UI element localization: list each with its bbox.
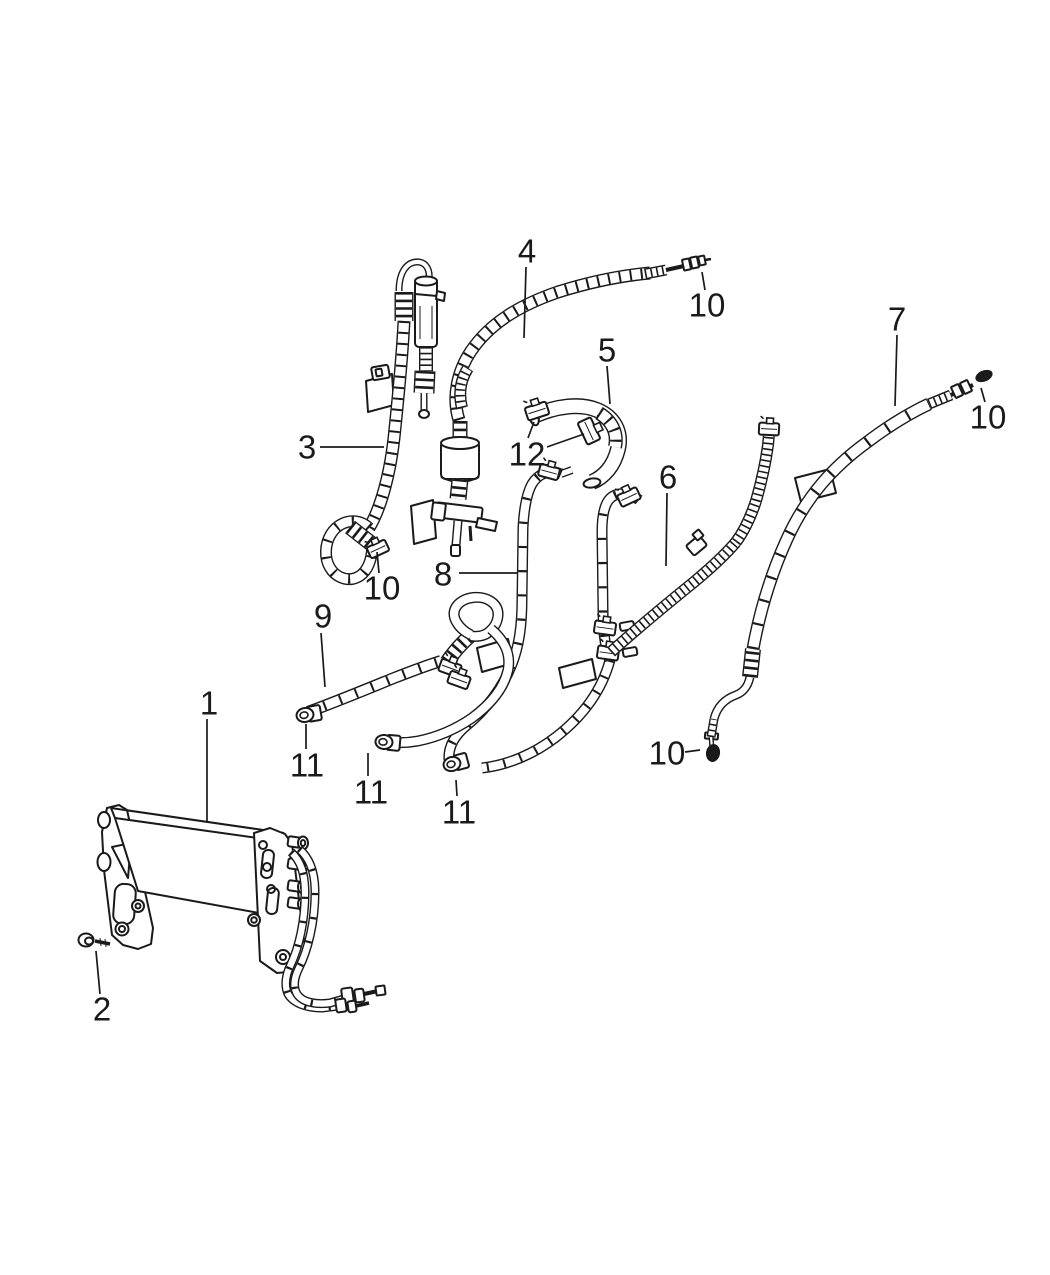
hose-clamp-icon — [537, 457, 561, 481]
callout-leader-line — [894, 334, 898, 407]
callout-4: 4 — [518, 233, 536, 339]
callout-leader-line — [684, 749, 701, 753]
callout-2: 2 — [93, 950, 111, 1028]
hose-clamp-icon — [446, 664, 472, 690]
hose-clamp-icon — [592, 613, 618, 637]
callout-leader-line — [701, 271, 706, 291]
callout-number: 2 — [93, 991, 111, 1028]
callout-leader-line — [95, 950, 101, 995]
callout-leader-line — [606, 365, 611, 405]
callout-leader-line — [527, 421, 535, 439]
callout-8: 8 — [434, 556, 517, 593]
illustration-layer — [77, 254, 993, 1014]
hose-clamp-icon — [614, 483, 642, 508]
callout-10a: 10 — [689, 271, 726, 324]
callout-12: 12 — [509, 421, 585, 473]
callout-number: 1 — [200, 685, 218, 722]
callout-leader-line — [665, 492, 668, 567]
hose-clamp-icon — [757, 415, 781, 437]
callout-3: 3 — [298, 429, 384, 466]
callout-1: 1 — [200, 685, 218, 822]
callout-leader-line — [546, 433, 585, 448]
hose-end-fitting-icon — [295, 704, 323, 724]
callout-11b: 11 — [354, 753, 388, 811]
hose-end-fitting-icon — [374, 733, 402, 752]
callout-leader-line — [376, 551, 380, 574]
callout-11a: 11 — [290, 724, 324, 784]
callout-number: 8 — [434, 556, 452, 593]
hose-clamp-icon — [364, 536, 390, 560]
callout-10c: 10 — [364, 551, 401, 607]
callout-number: 12 — [509, 436, 546, 473]
callout-10b: 10 — [970, 387, 1007, 436]
callout-number: 4 — [518, 233, 536, 270]
callout-7: 7 — [888, 301, 906, 407]
hose-end-fitting-icon — [442, 752, 470, 773]
callout-9: 9 — [314, 598, 332, 688]
callout-6: 6 — [659, 459, 677, 567]
callout-number: 10 — [364, 570, 401, 607]
callout-number: 10 — [970, 399, 1007, 436]
callout-leader-line — [523, 266, 527, 339]
hose-clamp-icon — [523, 397, 550, 422]
callout-leader-line — [455, 779, 458, 797]
callout-leader-line — [980, 387, 986, 403]
hose-clamp-icon — [577, 414, 605, 446]
callout-number: 10 — [649, 735, 686, 772]
callout-10d: 10 — [649, 735, 701, 772]
callout-number: 11 — [290, 747, 324, 784]
callout-11c: 11 — [442, 779, 476, 831]
callout-number: 9 — [314, 598, 332, 635]
callout-5: 5 — [598, 332, 616, 405]
callout-number: 11 — [354, 774, 388, 811]
callout-number: 6 — [659, 459, 677, 496]
callout-number: 7 — [888, 301, 906, 338]
callout-leader-line — [320, 632, 326, 688]
callout-number: 3 — [298, 429, 316, 466]
callout-number: 11 — [442, 794, 476, 831]
callout-number: 10 — [689, 287, 726, 324]
callout-number: 5 — [598, 332, 616, 369]
